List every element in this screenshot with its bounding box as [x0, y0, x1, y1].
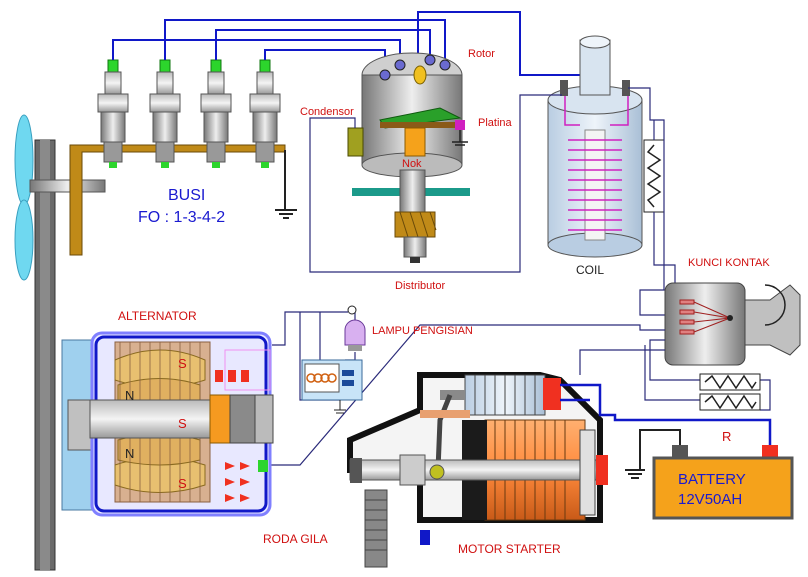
ignition-coil — [547, 35, 643, 258]
text-labels: BUSI FO : 1-3-4-2 Rotor Condensor Platin… — [118, 48, 770, 556]
ignition-key-switch — [664, 282, 801, 366]
ballast-resistors — [699, 373, 761, 411]
high-tension-wires — [112, 11, 596, 76]
starter-motor — [347, 372, 608, 568]
distributor-label: Distributor — [395, 280, 445, 292]
roda-gila-label: RODA GILA — [263, 532, 328, 546]
alternator-pole-n-2: N — [125, 446, 134, 461]
alternator-label: ALTERNATOR — [118, 309, 197, 323]
charge-lamp — [344, 305, 366, 351]
rotor-label: Rotor — [468, 48, 495, 60]
spark-plug-4 — [249, 59, 281, 168]
nok-label: Nok — [402, 158, 422, 170]
platina-label: Platina — [478, 117, 513, 129]
spark-plug-bracket — [69, 144, 297, 256]
alternator-pole-s-1: S — [178, 356, 187, 371]
distributor — [347, 52, 470, 263]
kunci-kontak-label: KUNCI KONTAK — [688, 257, 770, 269]
coil-label: COIL — [576, 263, 604, 277]
battery-label-line1: BATTERY — [678, 471, 746, 488]
lampu-pengisian-label: LAMPU PENGISIAN — [372, 325, 473, 337]
alternator-pole-s-3: S — [178, 476, 187, 491]
firing-order-label: FO : 1-3-4-2 — [138, 209, 225, 226]
motor-starter-label: MOTOR STARTER — [458, 542, 561, 556]
busi-label: BUSI — [168, 187, 205, 204]
battery — [625, 429, 794, 520]
voltage-regulator — [301, 359, 363, 414]
spark-plug-1 — [97, 59, 129, 168]
key-to-solenoid-wire — [579, 349, 665, 375]
rotor-icon — [413, 65, 427, 85]
condensor-icon — [347, 127, 364, 157]
spark-plugs — [97, 59, 281, 168]
spark-plug-2 — [149, 59, 181, 168]
alternator — [89, 331, 274, 517]
resistor-label: R — [722, 429, 731, 444]
alternator-pole-n-1: N — [125, 388, 134, 403]
spark-plug-3 — [200, 59, 232, 168]
condensor-label: Condensor — [300, 106, 354, 118]
battery-label-line2: 12V50AH — [678, 491, 742, 508]
coil-resistor — [643, 139, 665, 213]
fan-belt-assembly — [14, 114, 106, 571]
starter-battery-wires — [560, 383, 772, 450]
alternator-pole-s-2: S — [178, 416, 187, 431]
